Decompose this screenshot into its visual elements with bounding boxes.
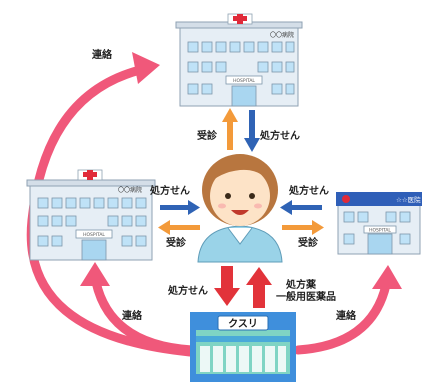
prescription-arrow-top (244, 110, 260, 152)
hospital-top-cross-icon (227, 13, 253, 25)
clinic-right-sign: ☆☆医院 (396, 195, 421, 204)
contact-arrow-bottom-right (293, 265, 402, 355)
visit-arrow-right (282, 220, 324, 235)
hospital-top-windows (187, 41, 295, 95)
label-shohosen-top: 処方せん (260, 131, 300, 142)
hospital-left-plate: HOSPITAL (83, 232, 105, 238)
prescription-arrow-left (160, 200, 200, 215)
label-renraku-bottom-right: 連絡 (336, 311, 356, 322)
label-shohosen-right: 処方せん (289, 186, 329, 197)
label-jushin-left: 受診 (166, 238, 186, 249)
clinic-right-windows (343, 211, 411, 245)
label-renraku-top: 連絡 (92, 50, 112, 61)
person-avatar (197, 154, 283, 263)
prescription-arrow-bottom (214, 266, 240, 306)
visit-arrow-top (222, 108, 238, 150)
medicine-arrow-bottom (246, 267, 272, 308)
clinic-right-logo-icon (342, 195, 350, 203)
prescription-arrow-right (280, 200, 322, 215)
hospital-top-plate: HOSPITAL (233, 78, 255, 84)
label-shohosen-bottom: 処方せん (168, 286, 208, 297)
label-jushin-top: 受診 (197, 131, 217, 142)
label-shohoyaku: 処方薬 (286, 280, 316, 291)
pharmacy-windows (200, 346, 286, 372)
visit-arrow-left (158, 220, 200, 235)
clinic-right: ☆☆医院 HOSPITAL (336, 192, 422, 255)
contact-arrow-bottom-left (80, 262, 197, 355)
label-renraku-bottom-left: 連絡 (122, 311, 142, 322)
clinic-right-plate: HOSPITAL (369, 228, 391, 234)
label-shohosen-left: 処方せん (150, 186, 190, 197)
pharmacy-sign: クスリ (228, 318, 258, 330)
hospital-top-sign: 〇〇病院 (270, 31, 294, 39)
hospital-left: 〇〇病院 HOSPITAL (26, 169, 156, 261)
hospital-top: 〇〇病院 HOSPITAL (175, 13, 303, 107)
hospital-left-sign: 〇〇病院 (118, 186, 142, 194)
pharmacy: クスリ (190, 312, 296, 382)
label-ippan-iyakuhin: 一般用医薬品 (276, 292, 336, 303)
hospital-left-cross-icon (77, 169, 103, 181)
hospital-left-windows (37, 197, 147, 247)
label-jushin-right: 受診 (298, 238, 318, 249)
